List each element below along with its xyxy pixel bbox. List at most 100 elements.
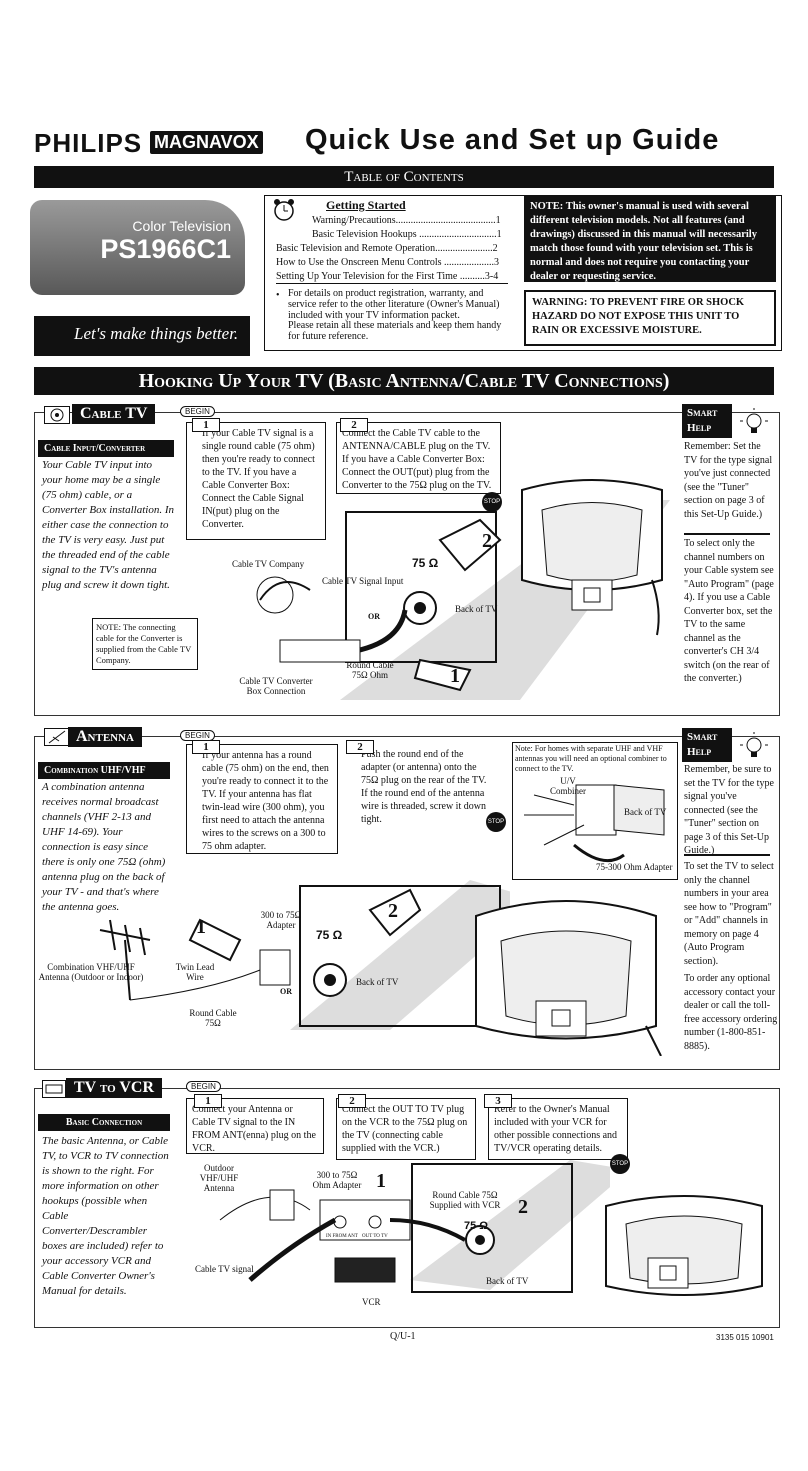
cable-step1-text: If your Cable TV signal is a single roun… <box>202 428 315 530</box>
begin-label: BEGIN <box>186 1081 221 1092</box>
vcr-label: VCR <box>362 1297 381 1307</box>
antenna-label: Back of TV <box>624 807 667 817</box>
smart-help-title: Smart Help <box>682 404 732 438</box>
antenna-panel <box>34 736 780 1070</box>
cable-label: Cable TV Company <box>232 559 305 569</box>
divider <box>684 854 770 856</box>
step-marker-1: 1 <box>450 665 460 687</box>
cable-text: Your Cable TV input into your home may b… <box>42 459 174 591</box>
toc-item: How to Use the Onscreen Menu Controls ..… <box>276 257 500 268</box>
bullet: • <box>276 290 280 301</box>
owner-note: NOTE: This owner's manual is used with s… <box>524 196 776 282</box>
divider <box>684 533 770 535</box>
toc-item: Warning/Precautions.....................… <box>312 215 501 226</box>
slogan: Let's make things better. <box>34 316 250 356</box>
toc-item: Basic Television Hookups ...............… <box>312 229 502 240</box>
vcr-tab: TV to VCR <box>66 1078 163 1098</box>
toc-box <box>264 195 782 351</box>
antenna-label: Twin Lead Wire <box>175 962 215 982</box>
model-badge: Color Television PS1966C1 <box>30 200 245 295</box>
cable-label: OR <box>368 612 380 621</box>
cable-label: 75 Ω <box>412 556 439 570</box>
alarm-clock-icon <box>272 198 296 222</box>
smart-help-text: Remember: Set the TV for the type signal… <box>684 441 773 520</box>
antenna-label: Back of TV <box>356 977 399 987</box>
lightbulb-icon <box>740 732 768 762</box>
vcr-step3: Refer to the Owner's Manual included wit… <box>488 1098 628 1160</box>
stop-icon: STOP <box>482 492 502 512</box>
brand-philips: PHILIPS <box>34 128 143 158</box>
badge-model: PS1966C1 <box>100 234 231 264</box>
smart-help-text: Remember, be sure to set the TV for the … <box>684 764 774 856</box>
combiner-box <box>512 742 678 880</box>
step-marker-1: 1 <box>196 916 206 938</box>
step-number-1: 1 <box>192 418 220 432</box>
cable-step2-text: Connect the Cable TV cable to the ANTENN… <box>342 428 492 491</box>
antenna-text: A combination antenna receives normal br… <box>42 781 166 913</box>
antenna-subhead: Combination UHF/VHF <box>38 762 170 779</box>
vcr-label: OUT TO TV <box>362 1234 388 1239</box>
smart-help-title: Smart Help <box>682 728 732 762</box>
cable-step2: Connect the Cable TV cable to the ANTENN… <box>336 422 501 494</box>
combiner-diagram <box>524 784 665 863</box>
begin-label: BEGIN <box>180 406 215 417</box>
tv-back-drawing <box>605 1195 763 1296</box>
vcr-label: 75 Ω <box>464 1220 489 1232</box>
step-number-2: 2 <box>346 740 374 754</box>
cable-note: NOTE: The connecting cable for the Conve… <box>92 618 198 670</box>
smart-help-text: To select only the channel numbers on yo… <box>684 538 774 684</box>
page-title: Quick Use and Set up Guide <box>305 124 720 156</box>
vcr-panel <box>34 1088 780 1328</box>
toc-title-bar: Table of Contents <box>34 166 774 188</box>
vcr-step1: Connect your Antenna or Cable TV signal … <box>186 1098 324 1154</box>
vcr-label: Back of TV <box>486 1276 529 1286</box>
step-marker-2: 2 <box>482 530 492 552</box>
toc-bullet-text: For details on product registration, war… <box>288 288 500 321</box>
lightbulb-icon <box>740 408 768 438</box>
brand-magnavox: MAGNAVOX <box>150 131 263 154</box>
antenna-step2: Push the round end of the adapter (or an… <box>346 744 496 825</box>
vcr-step2-text: Connect the OUT TO TV plug on the VCR to… <box>342 1104 468 1154</box>
antenna-label: 75-300 Ohm Adapter <box>596 862 673 872</box>
vcr-label: 300 to 75Ω Ohm Adapter <box>312 1170 362 1190</box>
badge-line1: Color Television <box>132 218 231 234</box>
antenna-note: Note: For homes with separate UHF and VH… <box>515 744 667 773</box>
warning-box: WARNING: TO PREVENT FIRE OR SHOCK HAZARD… <box>524 290 776 346</box>
cable-step1: If your Cable TV signal is a single roun… <box>186 422 326 540</box>
antenna-label: Combination VHF/UHF Antenna (Outdoor or … <box>38 962 144 982</box>
antenna-label: Round Cable 75Ω <box>189 1008 237 1028</box>
doc-code: 3135 015 10901 <box>716 1333 774 1342</box>
vcr-subhead: Basic Connection <box>38 1114 170 1131</box>
cable-tab: Cable TV <box>72 404 156 424</box>
antenna-tab: Antenna <box>68 727 143 747</box>
smart-help-text: To order any optional accessory contact … <box>684 973 778 1052</box>
toc-retain-text: Please retain all these materials and ke… <box>288 320 502 342</box>
cable-subhead: Cable Input/Converter <box>38 440 174 457</box>
step-number-2: 2 <box>338 1094 366 1108</box>
step-number-2: 2 <box>340 418 368 432</box>
cable-label: Round Cable 75Ω Ohm <box>346 660 394 680</box>
antenna-label: 300 to 75Ω Adapter <box>260 910 302 930</box>
step-marker-2: 2 <box>518 1196 528 1218</box>
stop-icon: STOP <box>486 812 506 832</box>
antenna-label: 75 Ω <box>316 928 343 942</box>
vcr-step3-text: Refer to the Owner's Manual included wit… <box>494 1104 618 1154</box>
tv-back-drawing <box>521 479 663 636</box>
vcr-label: IN FROM ANT <box>326 1234 358 1239</box>
step-marker-2: 2 <box>388 900 398 922</box>
antenna-step1-text: If your antenna has a round cable (75 oh… <box>202 750 329 852</box>
vcr-label: Outdoor VHF/UHF Antenna <box>199 1163 239 1193</box>
vcr-label: Cable TV signal <box>195 1264 254 1274</box>
antenna-label: U/V Combiner <box>550 776 586 796</box>
tv-back-drawing <box>475 900 662 1056</box>
cable-panel <box>34 412 780 716</box>
toc-item: Basic Television and Remote Operation...… <box>276 243 498 254</box>
vcr-step1-text: Connect your Antenna or Cable TV signal … <box>192 1104 316 1154</box>
antenna-step2-text: Push the round end of the adapter (or an… <box>361 749 487 825</box>
cable-icon <box>44 406 70 424</box>
smart-help-text: To set the TV to select only the channel… <box>684 861 774 967</box>
stop-icon: STOP <box>610 1154 630 1174</box>
step-number-1: 1 <box>194 1094 222 1108</box>
vcr-step2: Connect the OUT TO TV plug on the VCR to… <box>336 1098 476 1160</box>
step-marker-1: 1 <box>376 1170 386 1192</box>
